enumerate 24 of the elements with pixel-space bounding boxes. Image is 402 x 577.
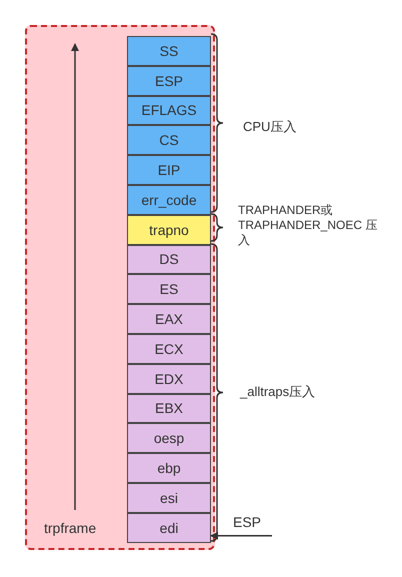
- stack-slot: SS: [127, 36, 211, 66]
- stack-slot: EFLAGS: [127, 96, 211, 126]
- stack-slot: ESP: [127, 66, 211, 96]
- pointer-label: ESP: [233, 514, 267, 532]
- stack-slot: EDX: [127, 364, 211, 394]
- stack-slot: ebp: [127, 453, 211, 483]
- stack-slot: EAX: [127, 304, 211, 334]
- stack-slot: err_code: [127, 185, 211, 215]
- stack-slot: DS: [127, 244, 211, 274]
- stack-slot: EBX: [127, 394, 211, 424]
- pointer-arrow: [210, 532, 272, 540]
- brace-label: _alltraps压入: [240, 384, 316, 399]
- brace-label: CPU压入: [243, 119, 298, 134]
- brace-label: TRAPHANDER或 TRAPHANDER_NOEC 压入: [238, 203, 378, 248]
- stack-slot: EIP: [127, 155, 211, 185]
- stack-slot: oesp: [127, 423, 211, 454]
- stack-slot: edi: [127, 512, 211, 543]
- stack-slot: ECX: [127, 334, 211, 364]
- stack-slot: trapno: [127, 214, 211, 245]
- stack-frame-container: [25, 25, 215, 550]
- frame-label: trpframe: [44, 520, 96, 536]
- stack-slot: CS: [127, 125, 211, 156]
- stack-slot: esi: [127, 483, 211, 513]
- stack-slot: ES: [127, 274, 211, 304]
